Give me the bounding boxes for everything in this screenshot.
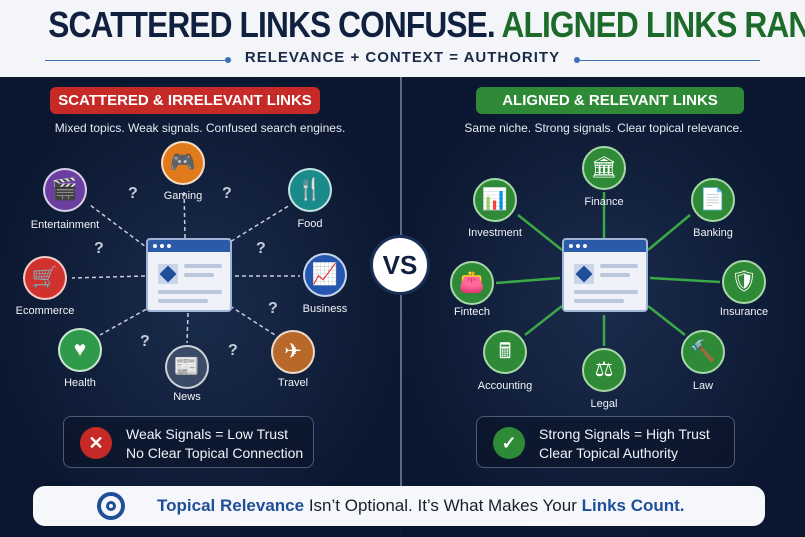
scattered-summary: ✕ Weak Signals = Low Trust No Clear Topi… (63, 416, 314, 468)
node-label: Law (692, 380, 714, 392)
airplane-icon: ✈ (271, 330, 315, 374)
banner-text: Topical Relevance Isn’t Optional. It’s W… (157, 496, 685, 515)
aligned-summary: ✓ Strong Signals = High Trust Clear Topi… (476, 416, 735, 468)
node-label: Gaming (163, 190, 203, 202)
header: SCATTERED LINKS CONFUSE. ALIGNED LINKS R… (0, 0, 805, 77)
node-label: Banking (693, 227, 733, 239)
heart-pulse-icon: ♥ (58, 328, 102, 372)
target-icon (97, 492, 125, 520)
link-line (224, 204, 291, 246)
link-line (647, 305, 686, 336)
clapperboard-icon: 🎬 (43, 168, 87, 212)
cart-icon: 🛒 (23, 256, 67, 300)
link-line (229, 305, 276, 336)
node-label: Fintech (453, 306, 491, 318)
gavel-icon: 🔨 (681, 330, 725, 374)
vs-badge: VS (370, 235, 430, 295)
growth-chart-icon: 📊 (473, 178, 517, 222)
bank-icon: 🏛 (582, 146, 626, 190)
utensils-icon: 🍴 (288, 168, 332, 212)
node-label: Investment (468, 227, 522, 239)
aligned-tagline: Same niche. Strong signals. Clear topica… (464, 121, 743, 135)
link-line (71, 275, 146, 279)
node-label: Finance (584, 196, 624, 208)
chart-icon: 📈 (303, 253, 347, 297)
node-label: Entertainment (30, 219, 100, 231)
node-label: Accounting (477, 380, 533, 392)
question-mark-icon: ? (222, 185, 232, 202)
scales-icon: ⚖ (582, 348, 626, 392)
hub-webpage-aligned (562, 238, 648, 312)
node-label: Ecommerce (15, 305, 75, 317)
question-mark-icon: ? (228, 342, 238, 359)
aligned-badge: ALIGNED & RELEVANT LINKS (476, 87, 744, 114)
node-label: Insurance (719, 306, 769, 318)
shield-check-icon: 🛡 (722, 260, 766, 304)
document-icon: 📄 (691, 178, 735, 222)
scattered-badge: SCATTERED & IRRELEVANT LINKS (50, 87, 320, 114)
link-line (649, 276, 721, 284)
summary-line: Clear Topical Authority (539, 445, 679, 461)
node-label: Health (64, 377, 96, 389)
check-icon: ✓ (493, 427, 525, 459)
question-mark-icon: ? (256, 240, 266, 257)
link-line (99, 305, 153, 336)
scattered-tagline: Mixed topics. Weak signals. Confused sea… (54, 121, 346, 135)
title-part-scattered: SCATTERED LINKS CONFUSE. (48, 4, 495, 45)
link-line (517, 214, 563, 251)
summary-line: Strong Signals = High Trust (539, 426, 710, 442)
divider-dot (225, 57, 231, 63)
link-line (89, 204, 151, 251)
diamond-logo-icon (158, 264, 178, 284)
question-mark-icon: ? (268, 300, 278, 317)
summary-line: No Clear Topical Connection (126, 445, 304, 461)
node-label: News (173, 391, 201, 403)
node-label: Food (297, 218, 323, 230)
link-line (647, 214, 691, 251)
question-mark-icon: ? (140, 333, 150, 350)
gamepad-icon: 🎮 (161, 141, 205, 185)
link-line (524, 305, 563, 336)
calculator-icon: 🖩 (483, 330, 527, 374)
diamond-logo-icon (574, 264, 594, 284)
bottom-banner: Topical Relevance Isn’t Optional. It’s W… (33, 486, 765, 526)
x-icon: ✕ (80, 427, 112, 459)
subtitle: RELEVANCE + CONTEXT = AUTHORITY (244, 49, 561, 66)
title-part-aligned: ALIGNED LINKS RANK. (501, 4, 805, 45)
node-label: Travel (277, 377, 309, 389)
newspaper-icon: 📰 (165, 345, 209, 389)
divider-dot (574, 57, 580, 63)
page-title: SCATTERED LINKS CONFUSE. ALIGNED LINKS R… (48, 4, 805, 46)
summary-line: Weak Signals = Low Trust (126, 426, 288, 442)
node-label: Business (302, 303, 348, 315)
divider (580, 60, 760, 61)
node-label: Legal (590, 398, 618, 410)
divider (45, 60, 225, 61)
question-mark-icon: ? (94, 240, 104, 257)
link-line (495, 276, 561, 285)
wallet-icon: 👛 (450, 261, 494, 305)
hub-webpage-scattered (146, 238, 232, 312)
link-line (186, 312, 189, 344)
question-mark-icon: ? (128, 185, 138, 202)
link-line (183, 189, 186, 239)
